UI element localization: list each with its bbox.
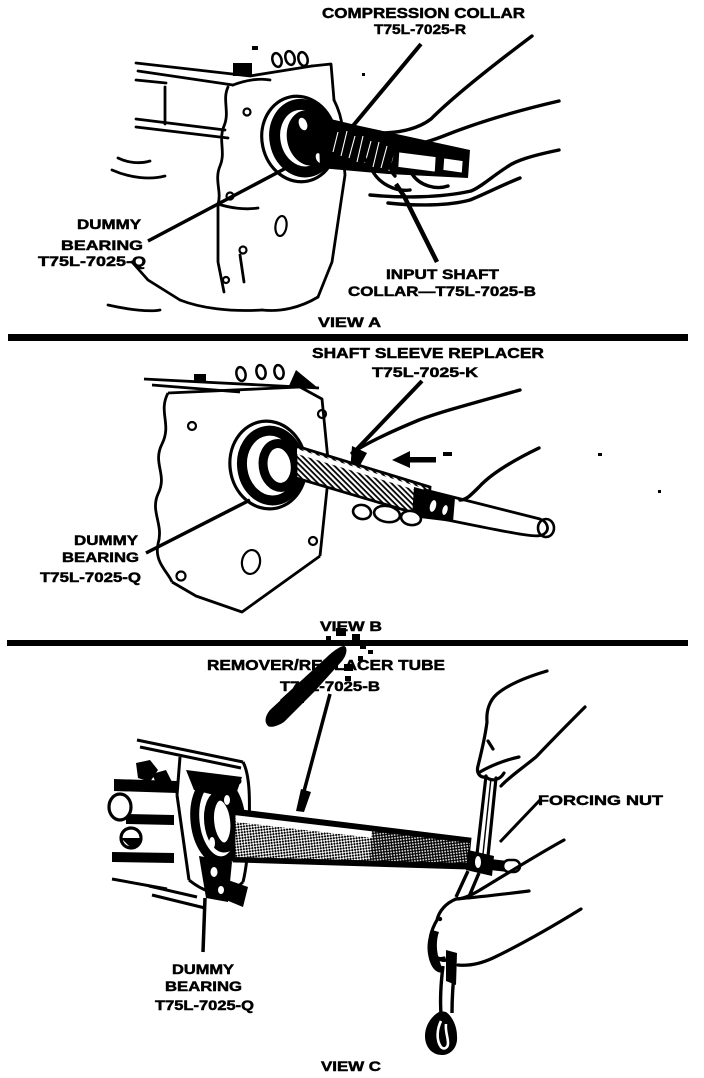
svg-text:VIEW C: VIEW C xyxy=(321,1058,381,1074)
svg-text:COMPRESSION COLLAR: COMPRESSION COLLAR xyxy=(322,5,525,22)
svg-text:COLLAR—T75L-7025-B: COLLAR—T75L-7025-B xyxy=(348,283,536,299)
svg-text:T75L-7025-R: T75L-7025-R xyxy=(374,21,466,37)
svg-text:DUMMY: DUMMY xyxy=(74,532,139,548)
svg-text:T75L-7025-Q: T75L-7025-Q xyxy=(38,253,146,269)
svg-text:T75L-7025-Q: T75L-7025-Q xyxy=(155,997,254,1013)
svg-text:DUMMY: DUMMY xyxy=(77,216,142,232)
svg-text:SHAFT SLEEVE REPLACER: SHAFT SLEEVE REPLACER xyxy=(312,345,544,362)
svg-text:FORCING NUT: FORCING NUT xyxy=(538,792,664,808)
svg-text:T75L-7025-Q: T75L-7025-Q xyxy=(40,569,141,585)
svg-text:VIEW B: VIEW B xyxy=(320,618,382,634)
svg-text:INPUT SHAFT: INPUT SHAFT xyxy=(386,266,500,282)
svg-text:BEARING: BEARING xyxy=(61,237,143,253)
svg-text:VIEW A: VIEW A xyxy=(318,314,381,330)
svg-text:DUMMY: DUMMY xyxy=(172,961,235,977)
svg-text:T75L-7025-K: T75L-7025-K xyxy=(372,364,478,380)
svg-text:BEARING: BEARING xyxy=(165,978,242,994)
svg-text:BEARING: BEARING xyxy=(62,549,139,565)
